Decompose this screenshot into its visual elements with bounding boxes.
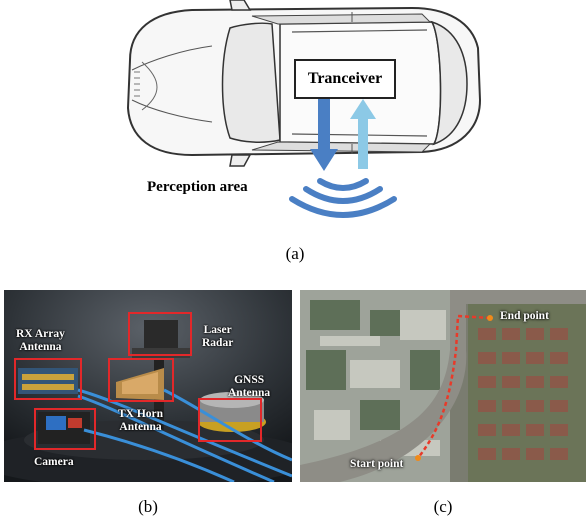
camera-box: [34, 408, 96, 450]
caption-c: (c): [433, 497, 453, 516]
caption-a: (a): [285, 244, 305, 263]
transceiver-label: Tranceiver: [307, 70, 383, 87]
route-path: [417, 314, 491, 459]
start-point-marker: [415, 455, 421, 461]
rx-array-label: RX Array Antenna: [16, 328, 65, 353]
tx-horn-box: [108, 358, 174, 402]
rx-array-box: [14, 358, 82, 400]
tx-horn-label: TX Horn Antenna: [118, 408, 164, 433]
laser-radar-box: [128, 312, 192, 356]
caption-b: (b): [138, 497, 158, 516]
gnss-box: [198, 398, 262, 442]
signal-graphic: [289, 99, 397, 218]
transceiver-box: Tranceiver: [294, 59, 396, 99]
start-point-label: Start point: [350, 458, 404, 470]
end-point-marker: [487, 315, 493, 321]
wave-icon: [289, 178, 397, 218]
up-arrow-icon: [350, 99, 376, 169]
hardware-photo: RX Array Antenna Laser Radar GNSS Antenn…: [4, 290, 292, 482]
perception-area-label: Perception area: [147, 179, 248, 195]
camera-label: Camera: [34, 456, 74, 468]
windshield: [221, 22, 281, 143]
laser-radar-label: Laser Radar: [202, 324, 234, 349]
end-point-label: End point: [500, 310, 549, 322]
satellite-map: End point Start point: [300, 290, 586, 482]
gnss-label: GNSS Antenna: [228, 374, 271, 399]
down-arrow-icon: [310, 99, 338, 171]
